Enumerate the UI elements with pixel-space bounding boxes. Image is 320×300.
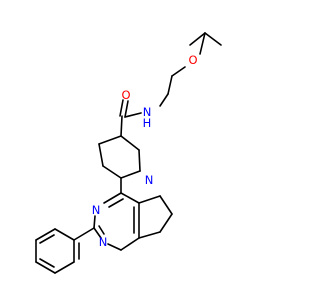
bond [204,32,222,46]
bond [120,115,123,137]
bond [93,215,96,229]
bond [138,195,161,204]
bond [39,234,55,244]
molecule-structure: O O N H N N N [35,32,222,274]
bond [102,165,122,179]
atom-label-n-amide-hydrogen: H [143,116,152,130]
bond [124,100,129,118]
bond [93,227,102,239]
atom-label-o-ether: O [188,53,197,67]
bond [98,225,105,235]
bond [54,261,75,274]
bond [54,228,75,241]
bond [167,75,173,95]
bond [108,198,124,208]
bond [119,99,124,117]
atom-label-n-piperidine: N [145,173,154,187]
bond [98,143,104,167]
bond [159,195,173,215]
bond [98,135,122,145]
bond-network [35,32,222,274]
bond [120,192,140,204]
bond [103,192,122,204]
bond [120,135,140,151]
atom-labels: O O N H N N N [92,53,198,249]
bond [138,231,161,239]
bond [120,237,140,251]
bond [35,228,56,241]
atom-label-n-pyrimidine-3: N [92,203,101,217]
atom-label-n-amide: N [143,105,152,119]
bond [107,243,122,251]
bond [159,93,169,107]
bond [171,66,186,77]
bond [159,213,173,233]
bond [39,258,55,268]
bond [73,227,95,241]
bond [138,149,141,172]
bond [199,32,206,55]
atom-label-n-pyrimidine-1: N [99,235,108,249]
atom-label-o-carbonyl: O [121,88,130,102]
bond [124,112,142,118]
bond [189,32,206,46]
bond [120,170,141,179]
bond [35,261,56,274]
